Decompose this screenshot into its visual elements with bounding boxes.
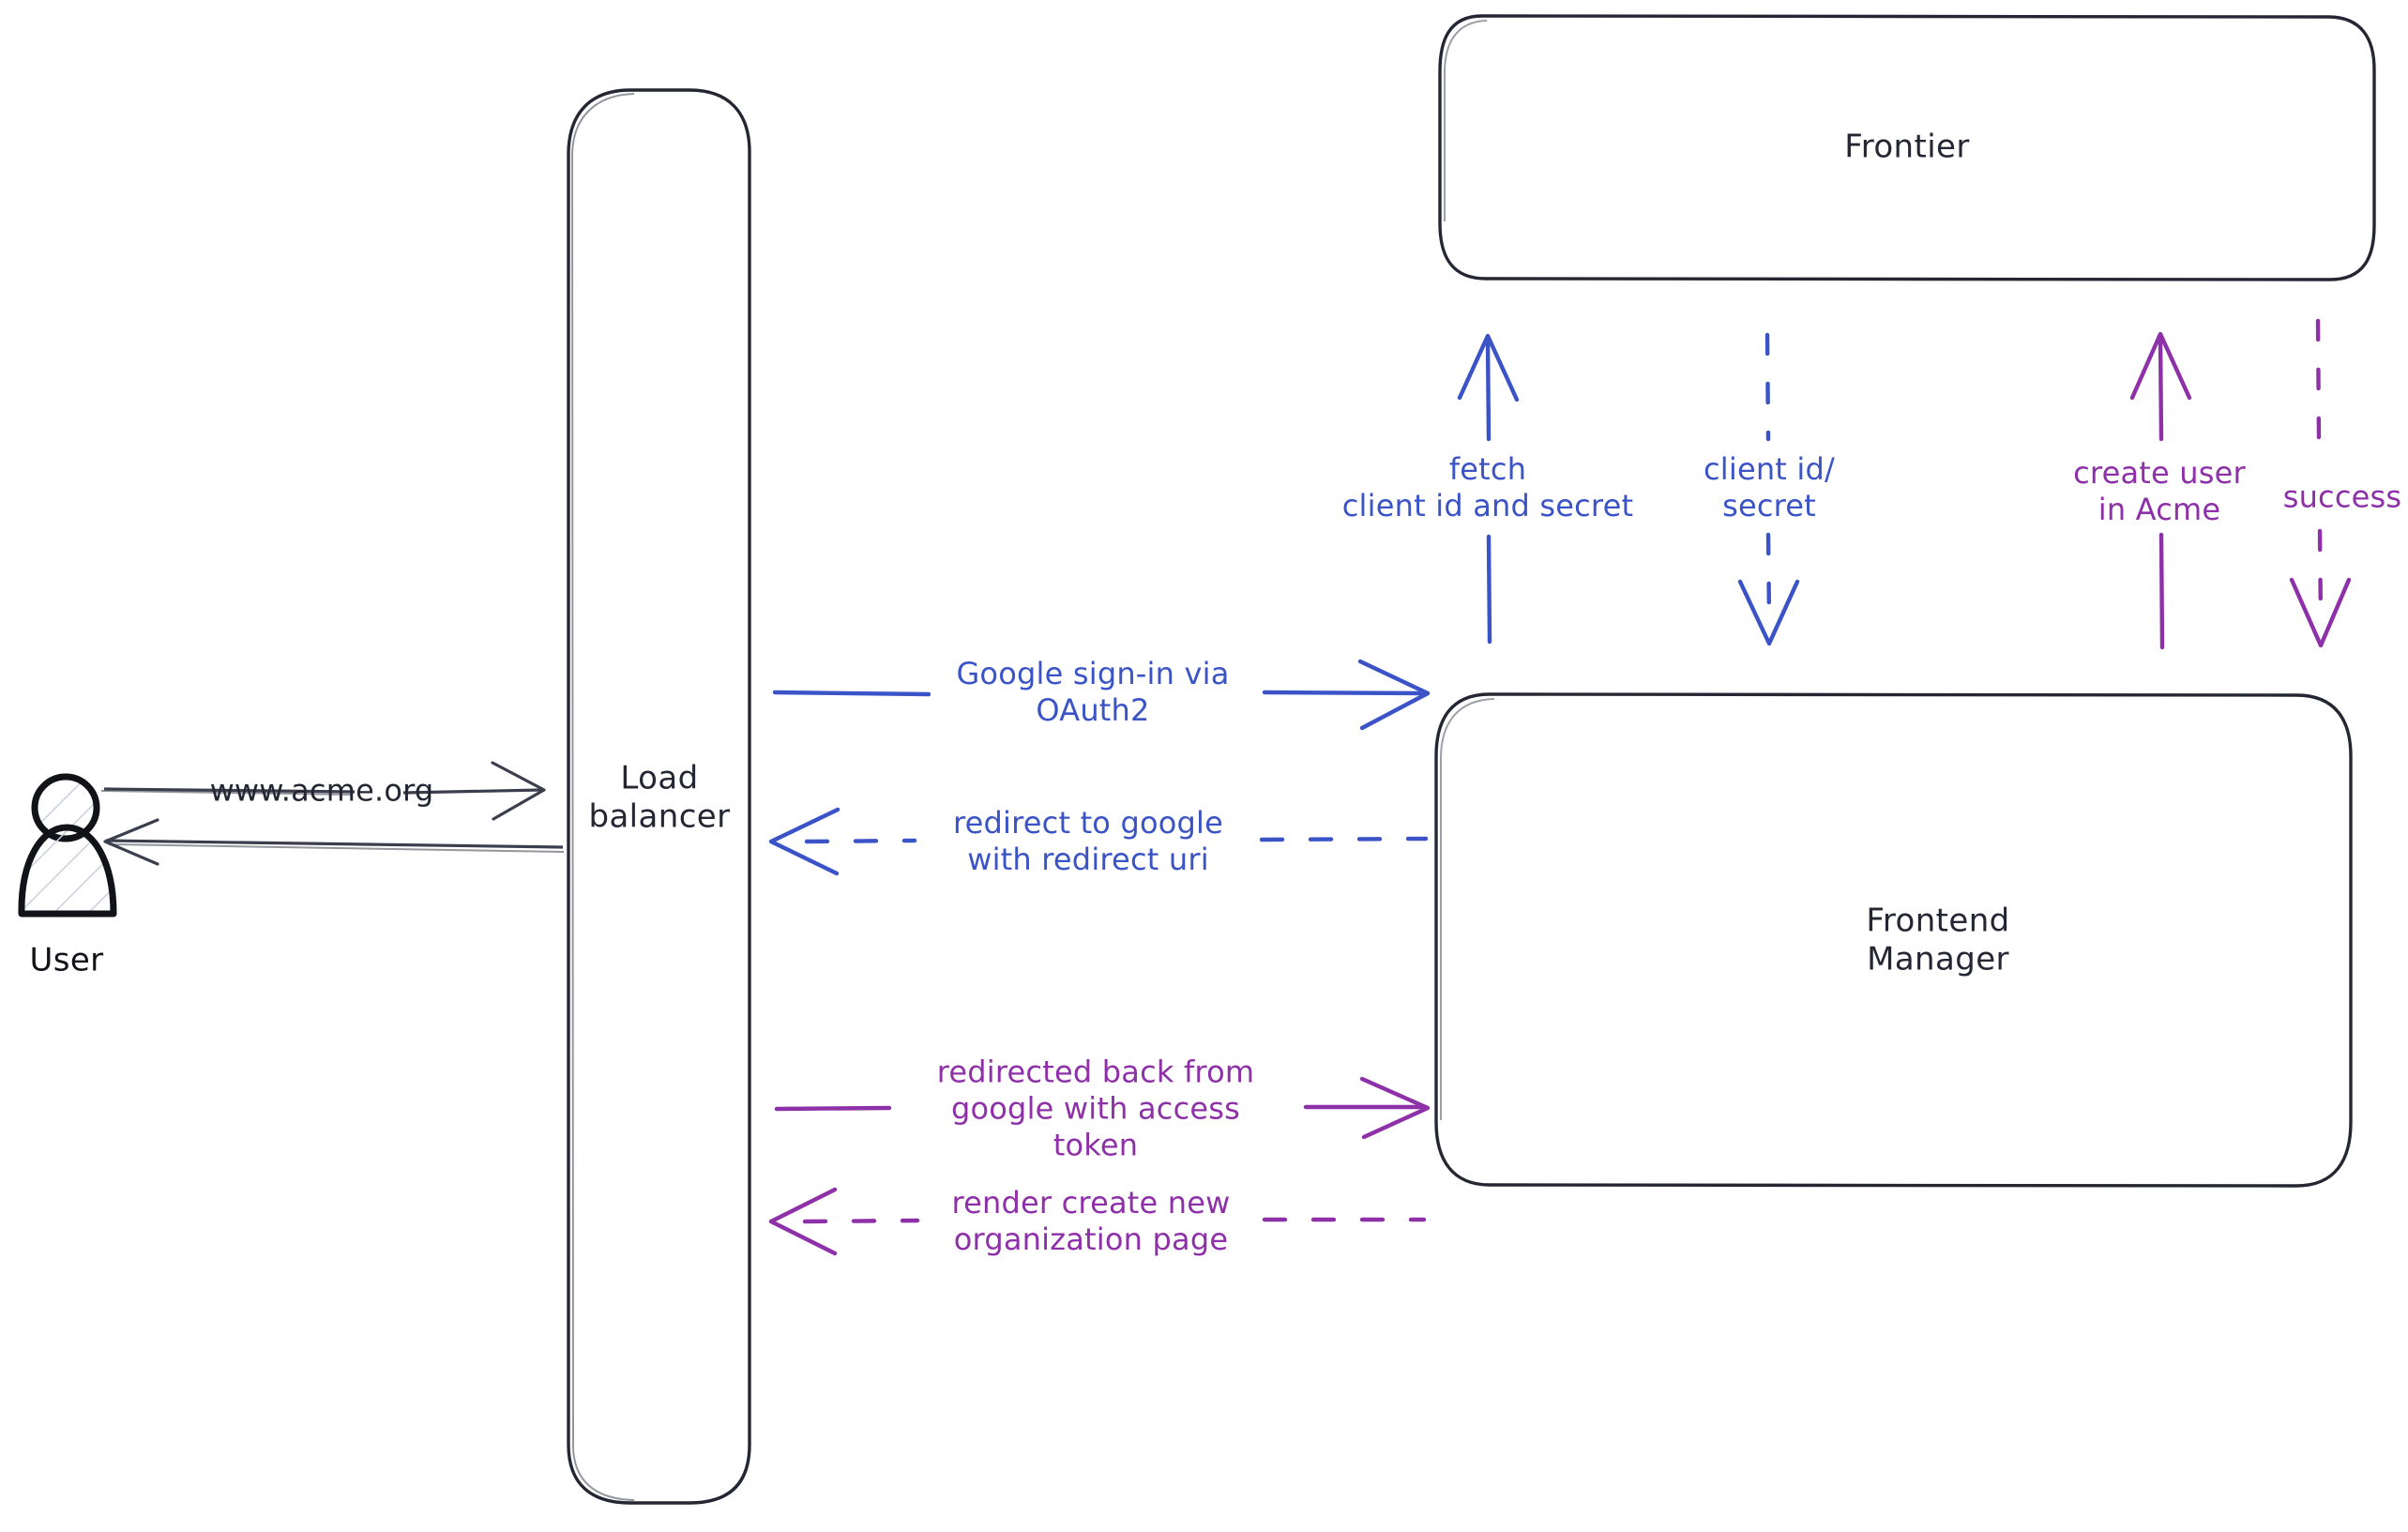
edge-lb-to-fm-signin [772, 659, 1431, 731]
edge-frontier-to-fm-success [2289, 318, 2352, 648]
person-icon [18, 773, 117, 918]
edge-fm-to-lb-redirect [768, 807, 1429, 876]
edge-user-to-lb [100, 761, 546, 821]
node-load-balancer[interactable] [567, 88, 751, 1505]
edge-fm-to-frontier-fetch [1457, 333, 1520, 645]
edge-lb-to-fm-token [774, 1076, 1431, 1140]
edge-fm-to-frontier-createuser [2129, 331, 2192, 650]
edge-frontier-to-fm-creds [1737, 332, 1800, 646]
node-frontier[interactable] [1438, 14, 2376, 281]
edge-lb-to-user [103, 818, 565, 866]
node-frontend-manager[interactable] [1434, 692, 2353, 1188]
edge-fm-to-lb-render [768, 1187, 1427, 1256]
